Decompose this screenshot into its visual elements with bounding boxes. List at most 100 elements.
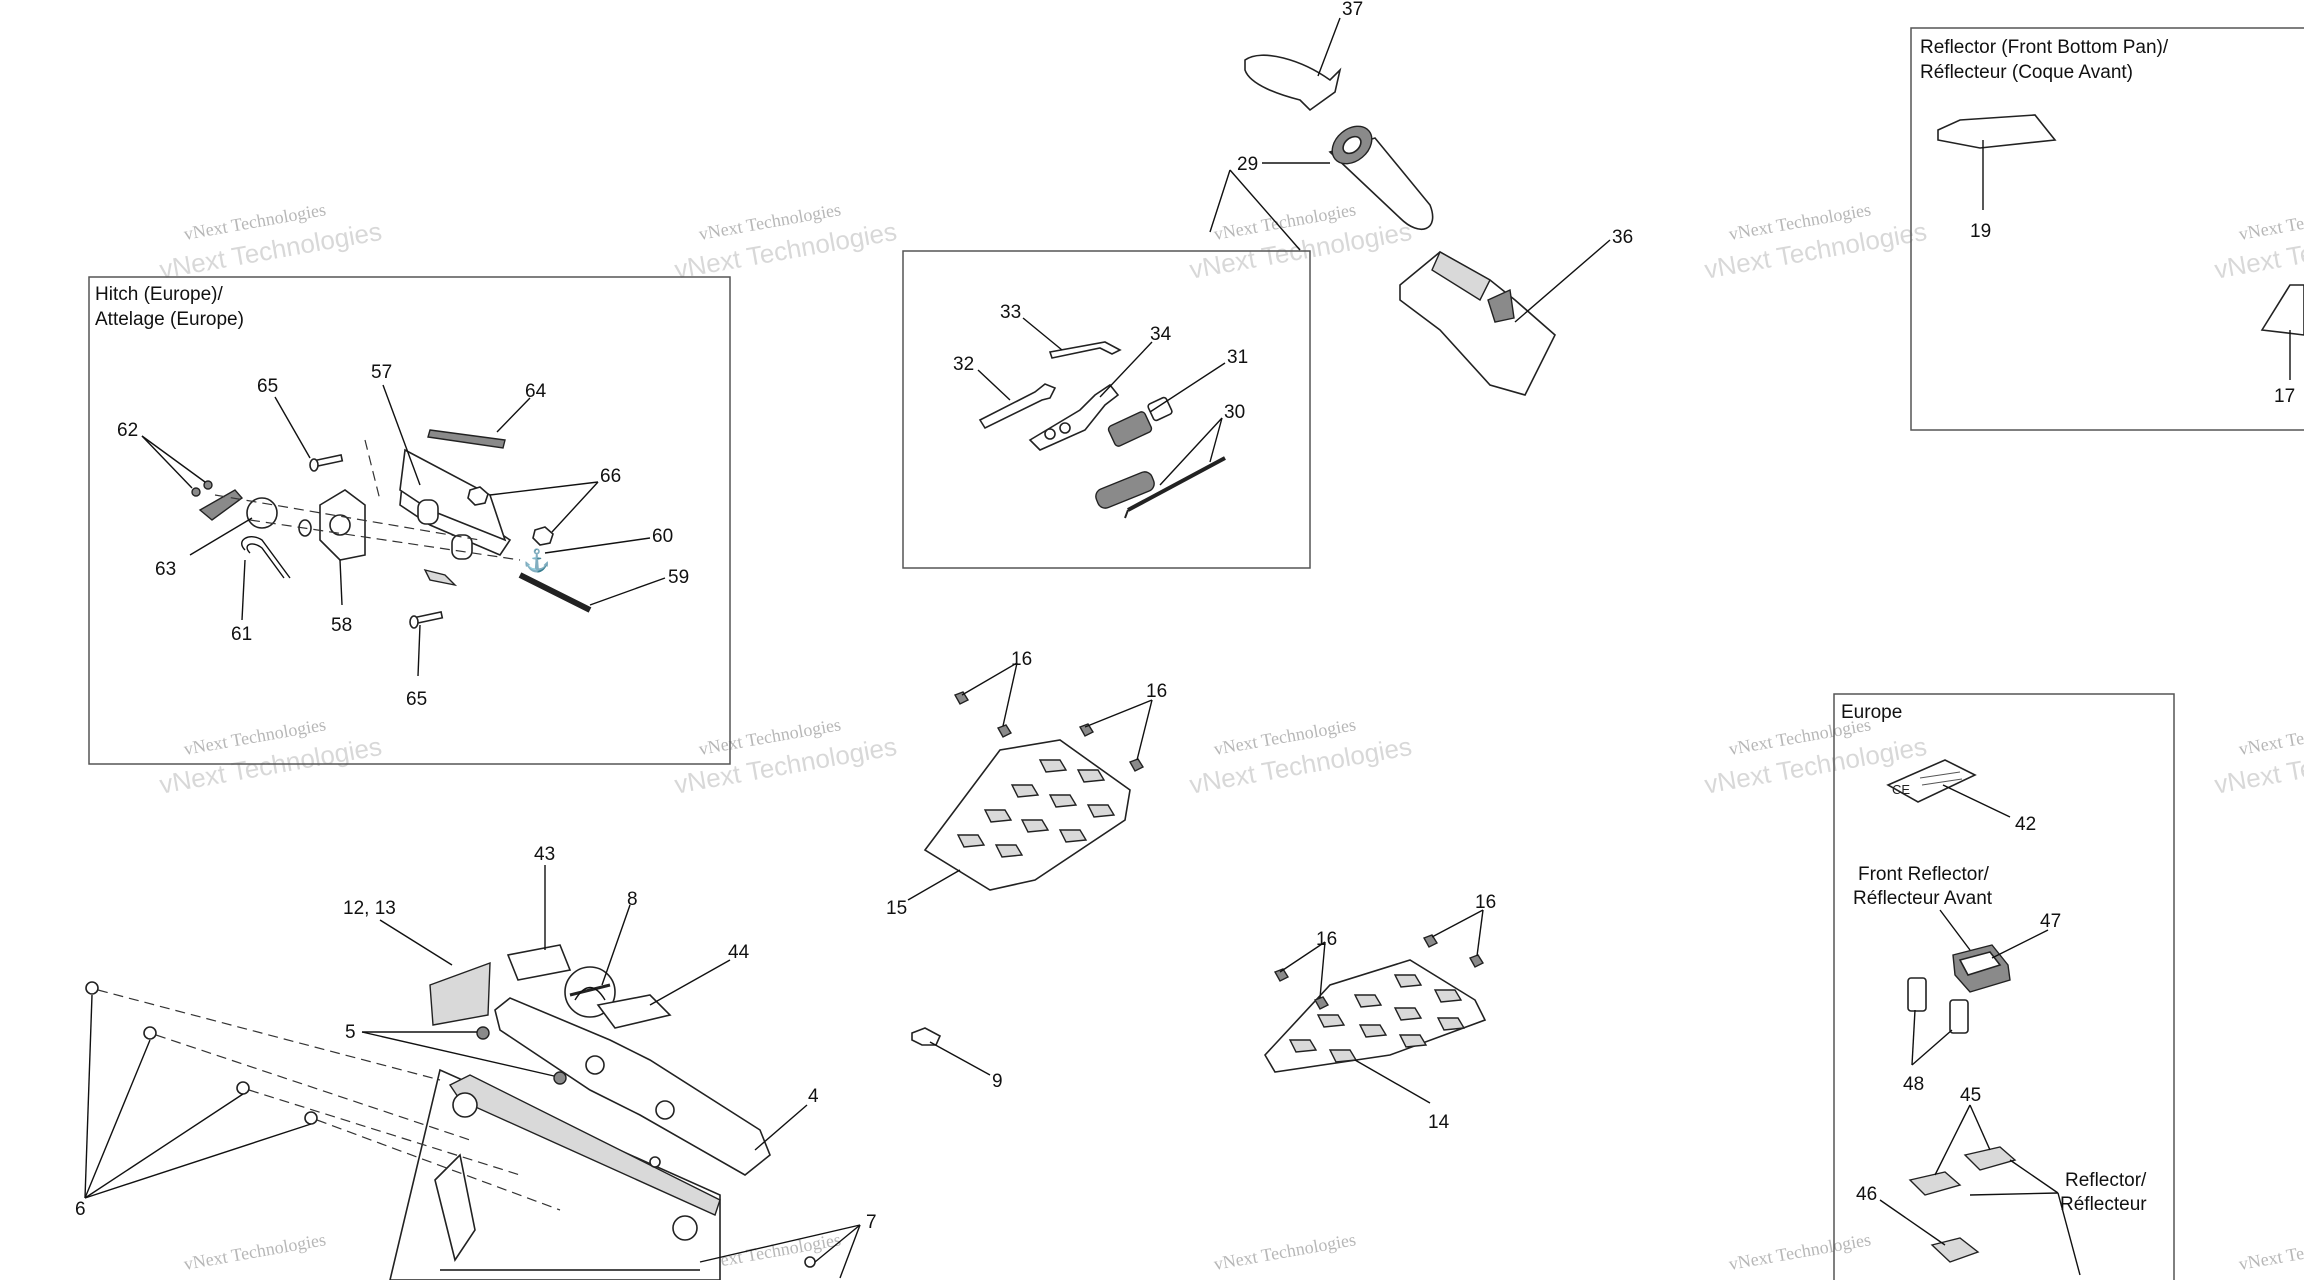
watermark: vNext Technologies vNext Technologies <box>157 714 384 799</box>
europe-frame <box>1833 693 2175 1280</box>
watermark: vNext Technologies <box>2237 1229 2304 1274</box>
anchor-icon: ⚓ <box>523 548 550 573</box>
reflector-19-icon <box>1937 114 2057 149</box>
nut-icon <box>1128 758 1145 772</box>
bolt-icon <box>309 453 344 472</box>
clip-icon <box>911 1027 942 1046</box>
screwdriver-icon <box>1095 456 1226 519</box>
callout-30: 30 <box>1224 402 1245 423</box>
callout-45: 45 <box>1960 1085 1981 1106</box>
callout-5: 5 <box>345 1022 356 1043</box>
nut-icon <box>1422 934 1439 948</box>
callout-12-13: 12, 13 <box>343 898 396 919</box>
warning-label-icon <box>506 944 572 981</box>
callout-37: 37 <box>1342 0 1363 20</box>
reflector-label-line1: Reflector/ <box>2065 1170 2147 1191</box>
watermark: vNext Technologies vNext Technologies <box>157 199 384 284</box>
front-reflector-label-line1: Front Reflector/ <box>1858 864 1990 885</box>
hitch-strip-icon <box>427 429 506 449</box>
callout-8: 8 <box>627 889 638 910</box>
callout-64: 64 <box>525 381 547 402</box>
callout-14: 14 <box>1428 1112 1450 1133</box>
watermark-text: vNext Technologies <box>1212 1229 1357 1274</box>
callout-16: 16 <box>1475 892 1496 913</box>
clip-9: 9 <box>911 1027 1003 1092</box>
callout-16: 16 <box>1316 929 1337 950</box>
hitch-pin-icon <box>241 536 291 579</box>
allen-key-icon <box>1048 341 1122 359</box>
bolt-icon <box>409 610 444 629</box>
fastener-icon <box>143 1026 157 1040</box>
callout-16: 16 <box>1011 649 1032 670</box>
callout-47: 47 <box>2040 911 2061 932</box>
fastener-icon <box>649 1156 661 1168</box>
reflector-lens-icon <box>1907 977 1927 1012</box>
hitch-lever-icon <box>191 480 244 521</box>
nut-icon <box>532 526 554 546</box>
hitch-title-line2: Attelage (Europe) <box>95 309 244 330</box>
reflector-front-bottom-title-line1: Reflector (Front Bottom Pan)/ <box>1920 37 2169 58</box>
callout-65: 65 <box>257 376 278 397</box>
watermark-text: vNext Technologies <box>1727 1229 1872 1274</box>
wrench-icon <box>978 383 1057 430</box>
watermark-text: vNext Technologies <box>2237 199 2304 244</box>
watermark-text: vNext Technologies <box>2237 714 2304 759</box>
fastener-icon <box>236 1081 250 1095</box>
front-panel-icon <box>389 1068 721 1280</box>
callout-29: 29 <box>1237 154 1258 175</box>
fastener-icon <box>85 981 99 995</box>
reflector-front-bottom-title-line2: Réflecteur (Coque Avant) <box>1920 62 2133 83</box>
hitch-plate-icon <box>399 448 512 587</box>
callout-63: 63 <box>155 559 176 580</box>
strap-icon <box>1244 54 1342 112</box>
hitch-europe-box: Hitch (Europe)/ Attelage (Europe) <box>88 276 731 765</box>
callout-43: 43 <box>534 844 555 865</box>
fastener-icon <box>476 1026 490 1040</box>
callout-32: 32 <box>953 354 974 375</box>
watermark-text: vNext Technologies <box>2237 1229 2304 1274</box>
callout-60: 60 <box>652 526 673 547</box>
callout-4: 4 <box>808 1086 819 1107</box>
watermark: vNext Technologies vNext Technologies <box>1187 714 1414 799</box>
footrest-icon <box>923 739 1131 891</box>
callout-48: 48 <box>1903 1074 1924 1095</box>
watermark: vNext Technologies vNext Technologies <box>1187 199 1414 284</box>
watermark: vNext Technologies vNext Technologies <box>672 714 899 799</box>
watermark: vNext Technologies <box>1727 1229 1872 1274</box>
watermark: vNext Technologies vNext Technologies <box>2212 199 2304 284</box>
callout-62: 62 <box>117 420 138 441</box>
nut-icon <box>996 724 1013 738</box>
tool-kit-box: 33 34 32 31 30 <box>902 250 1311 569</box>
europe-title: Europe <box>1841 702 1902 723</box>
reflector-17-icon <box>2260 284 2304 336</box>
holder-icon <box>1399 251 1556 396</box>
watermark: vNext Technologies <box>182 1229 327 1274</box>
reflector-front-bottom-frame <box>1910 27 2304 431</box>
nut-icon <box>953 691 970 705</box>
hitch-ball-icon <box>246 497 312 537</box>
callout-34: 34 <box>1150 324 1172 345</box>
reflector-label-line2: Réflecteur <box>2060 1194 2147 1215</box>
hitch-bracket-icon <box>319 489 366 561</box>
watermark: vNext Technologies vNext Technologies <box>672 199 899 284</box>
reflector-lens-icon <box>1949 999 1969 1034</box>
label-plate-icon: CE <box>1886 759 1977 803</box>
nut-icon <box>1273 968 1290 982</box>
watermark: vNext Technologies <box>1212 1229 1357 1274</box>
callout-44: 44 <box>728 942 750 963</box>
callout-65-lower: 65 <box>406 689 427 710</box>
nut-icon <box>1078 723 1095 737</box>
callout-9: 9 <box>992 1071 1003 1092</box>
top-parts: 37 29 36 <box>1209 0 1633 396</box>
footrest-14: 16 16 14 <box>1264 892 1496 1133</box>
tool-kit-frame <box>902 250 1311 569</box>
callout-16: 16 <box>1146 681 1167 702</box>
socket-icon <box>1107 396 1173 447</box>
reflector-pad-icon <box>1963 1146 2017 1171</box>
callout-15: 15 <box>886 898 907 919</box>
hitch-rod-icon <box>518 572 592 613</box>
watermark: vNext Technologies vNext Technologies <box>2212 714 2304 799</box>
reflector-front-bottom-box: Reflector (Front Bottom Pan)/ Réflecteur… <box>1910 27 2304 431</box>
front-reflector-label-line2: Réflecteur Avant <box>1853 888 1993 909</box>
